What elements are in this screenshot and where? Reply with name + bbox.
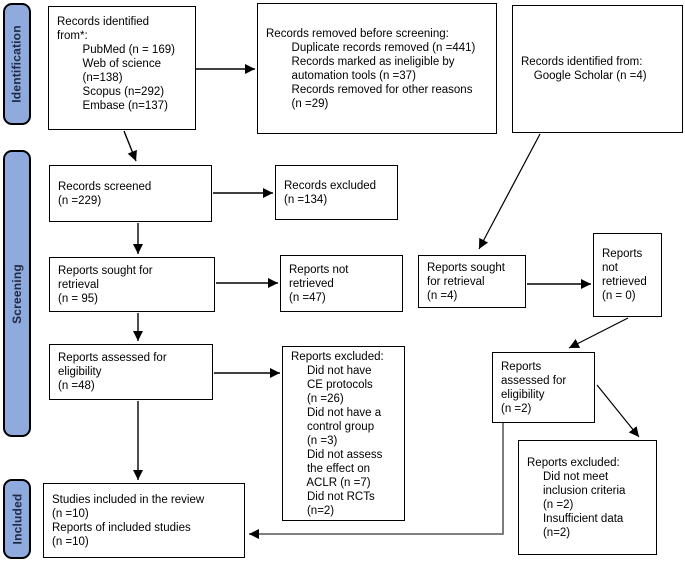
box-reports-sought-retrieval-4: Reports sought for retrieval (n =4): [418, 255, 526, 308]
box-records-removed-text: Records removed before screening: Duplic…: [266, 27, 476, 110]
connector-assessed2-to-included: [249, 423, 504, 539]
box-google-scholar-text: Records identified from: Google Scholar …: [521, 56, 647, 82]
box-studies-included-text: Studies included in the review (n =10) R…: [52, 493, 205, 548]
stage-included: Included: [3, 479, 31, 559]
box-reports-assessed-eligibility-48: Reports assessed for eligibility (n =48): [49, 344, 213, 400]
stage-identification: Identification: [3, 3, 31, 125]
arrow-notretrieved0-to-assessed2: [568, 317, 629, 349]
box-reports-sought-retrieval-95: Reports sought for retrieval (n = 95): [49, 257, 215, 312]
box-records-identified-databases: Records identified from*: PubMed (n = 16…: [48, 6, 196, 130]
box-reports-sought-95-text: Reports sought for retrieval (n = 95): [58, 264, 153, 305]
box-reports-sought-4-text: Reports sought for retrieval (n =4): [427, 261, 505, 302]
box-reports-not-retrieved-47: Reports not retrieved (n =47): [280, 255, 403, 312]
box-records-identified-text: Records identified from*: PubMed (n = 16…: [57, 16, 175, 112]
arrow-google-to-sought4: [478, 133, 541, 250]
stage-screening: Screening: [3, 150, 31, 437]
box-reports-excluded-reasons-text: Reports excluded: Did not have CE protoc…: [291, 350, 384, 517]
box-reports-assessed-eligibility-2: Reports assessed for eligibility (n =2): [492, 352, 595, 423]
stage-identification-label: Identification: [10, 25, 24, 103]
box-reports-not-retrieved-0-text: Reports not retrieved (n = 0): [602, 248, 647, 302]
box-records-excluded: Records excluded (n =134): [275, 165, 398, 220]
box-records-removed-before-screening: Records removed before screening: Duplic…: [257, 3, 497, 134]
box-records-screened: Records screened (n =229): [49, 165, 212, 222]
box-records-identified-google-scholar: Records identified from: Google Scholar …: [512, 5, 683, 133]
arrow-identified-to-screened: [123, 130, 137, 162]
box-reports-assessed-2-text: Reports assessed for eligibility (n =2): [501, 360, 567, 415]
stage-included-label: Included: [10, 493, 24, 545]
box-reports-assessed-48-text: Reports assessed for eligibility (n =48): [58, 352, 167, 392]
box-studies-included: Studies included in the review (n =10) R…: [43, 483, 245, 558]
box-reports-excluded-right: Reports excluded: Did not meet inclusion…: [518, 440, 657, 555]
box-reports-not-retrieved-47-text: Reports not retrieved (n =47): [289, 263, 349, 304]
box-reports-excluded-reasons: Reports excluded: Did not have CE protoc…: [282, 346, 405, 521]
box-records-screened-text: Records screened (n =229): [58, 180, 152, 207]
stage-screening-label: Screening: [10, 263, 25, 324]
box-records-excluded-text: Records excluded (n =134): [284, 179, 377, 206]
arrow-assessed2-to-excludedright: [596, 384, 640, 438]
box-reports-excluded-right-text: Reports excluded: Did not meet inclusion…: [527, 456, 626, 539]
box-reports-not-retrieved-0: Reports not retrieved (n = 0): [593, 233, 662, 317]
